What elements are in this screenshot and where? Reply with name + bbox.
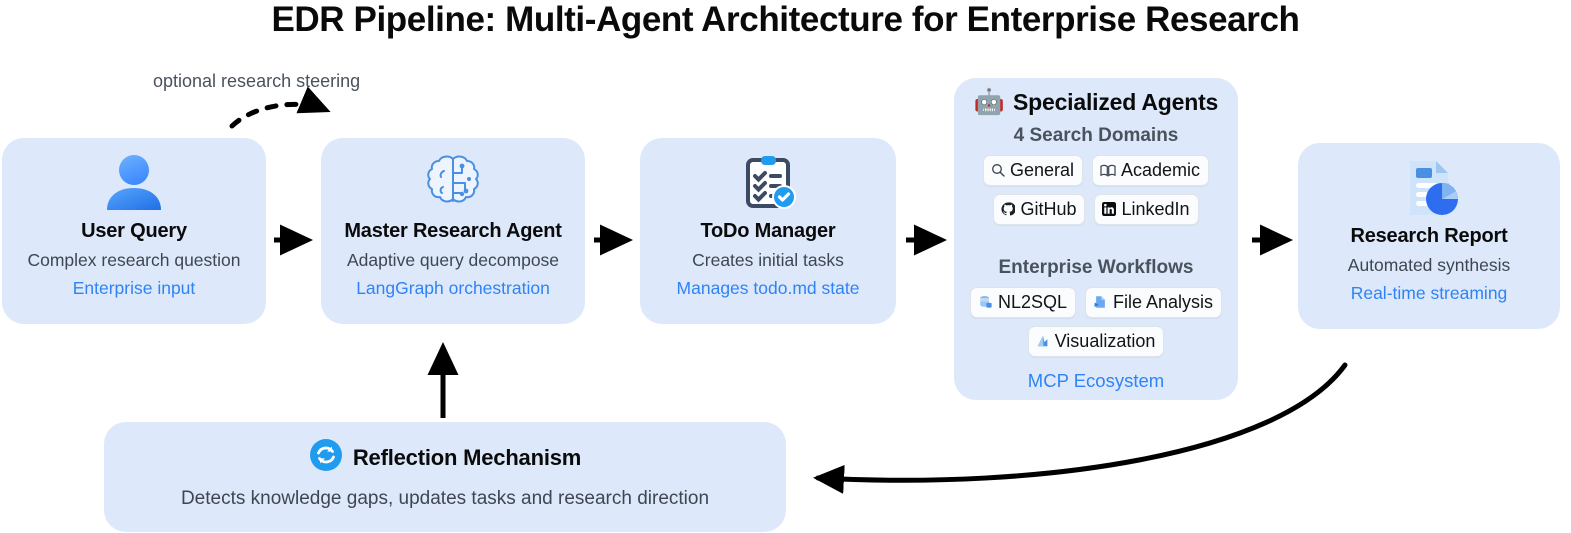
node-title: User Query bbox=[81, 220, 187, 242]
node-subtitle: Complex research question bbox=[27, 250, 241, 270]
node-title: ToDo Manager bbox=[700, 220, 836, 242]
node-tag: Enterprise input bbox=[72, 278, 196, 298]
robot-emoji: 🤖 bbox=[973, 88, 1005, 116]
chip-label: LinkedIn bbox=[1121, 199, 1190, 219]
refresh-cycle-icon bbox=[309, 438, 343, 477]
user-avatar-icon bbox=[102, 152, 166, 214]
search-domains-label: 4 Search Domains bbox=[1013, 125, 1179, 146]
file-icon bbox=[1093, 295, 1108, 309]
node-title: Master Research Agent bbox=[344, 220, 562, 242]
chip-label: Visualization bbox=[1054, 331, 1156, 351]
chip-label: General bbox=[1009, 160, 1074, 180]
node-research-report[interactable]: Research Report Automated synthesis Real… bbox=[1298, 143, 1560, 329]
enterprise-workflows-label: Enterprise Workflows bbox=[998, 257, 1194, 278]
node-subtitle: Adaptive query decompose bbox=[346, 250, 560, 270]
node-user-query[interactable]: User Query Complex research question Ent… bbox=[2, 138, 266, 324]
workflow-chip-row-2: Visualization bbox=[1027, 326, 1165, 357]
chip-general[interactable]: General bbox=[982, 155, 1083, 186]
chip-github[interactable]: GitHub bbox=[993, 194, 1086, 225]
node-tag: Manages todo.md state bbox=[676, 278, 860, 298]
search-icon bbox=[991, 163, 1005, 177]
node-todo-manager[interactable]: ToDo Manager Creates initial tasks Manag… bbox=[640, 138, 896, 324]
node-tag: Real-time streaming bbox=[1350, 283, 1508, 303]
brain-circuit-icon bbox=[422, 152, 484, 214]
node-reflection-mechanism[interactable]: Reflection Mechanism Detects knowledge g… bbox=[104, 422, 786, 532]
arrow-optional-steering bbox=[229, 86, 331, 129]
steering-annotation-label: optional research steering bbox=[153, 71, 361, 91]
search-chip-row-1: General Academic bbox=[982, 155, 1210, 186]
node-title: Research Report bbox=[1350, 225, 1508, 247]
book-icon bbox=[1100, 164, 1116, 177]
mcp-ecosystem-label: MCP Ecosystem bbox=[1027, 370, 1165, 391]
node-subtitle: Creates initial tasks bbox=[692, 250, 844, 270]
chip-linkedin[interactable]: LinkedIn bbox=[1094, 194, 1199, 225]
agents-panel-header: 🤖 Specialized Agents bbox=[973, 88, 1219, 116]
workflow-chip-row-1: NL2SQL File Analysis bbox=[969, 287, 1223, 318]
reflection-subtitle: Detects knowledge gaps, updates tasks an… bbox=[180, 488, 710, 509]
search-chip-row-2: GitHub LinkedIn bbox=[993, 194, 1199, 225]
chip-nl2sql[interactable]: NL2SQL bbox=[969, 287, 1076, 318]
chip-academic[interactable]: Academic bbox=[1092, 155, 1210, 186]
agents-panel-title: Specialized Agents bbox=[1012, 89, 1219, 115]
report-piechart-icon bbox=[1396, 157, 1462, 219]
panel-specialized-agents[interactable]: 🤖 Specialized Agents 4 Search Domains Ge… bbox=[954, 78, 1238, 400]
node-subtitle: Automated synthesis bbox=[1347, 255, 1511, 275]
reflection-title: Reflection Mechanism bbox=[352, 444, 582, 470]
chip-visualization[interactable]: Visualization bbox=[1027, 326, 1165, 357]
chip-label: File Analysis bbox=[1113, 292, 1214, 312]
chart-icon bbox=[1036, 334, 1050, 348]
reflection-header: Reflection Mechanism bbox=[309, 438, 581, 477]
github-icon bbox=[1001, 202, 1016, 216]
chip-label: GitHub bbox=[1020, 199, 1077, 219]
page-title: EDR Pipeline: Multi-Agent Architecture f… bbox=[271, 0, 1300, 39]
database-icon bbox=[978, 295, 993, 309]
linkedin-icon bbox=[1102, 202, 1117, 216]
node-tag: LangGraph orchestration bbox=[356, 278, 550, 298]
chip-label: NL2SQL bbox=[997, 292, 1067, 312]
node-master-research-agent[interactable]: Master Research Agent Adaptive query dec… bbox=[321, 138, 585, 324]
clipboard-check-icon bbox=[737, 152, 799, 214]
chip-file-analysis[interactable]: File Analysis bbox=[1085, 287, 1223, 318]
chip-label: Academic bbox=[1121, 160, 1201, 180]
